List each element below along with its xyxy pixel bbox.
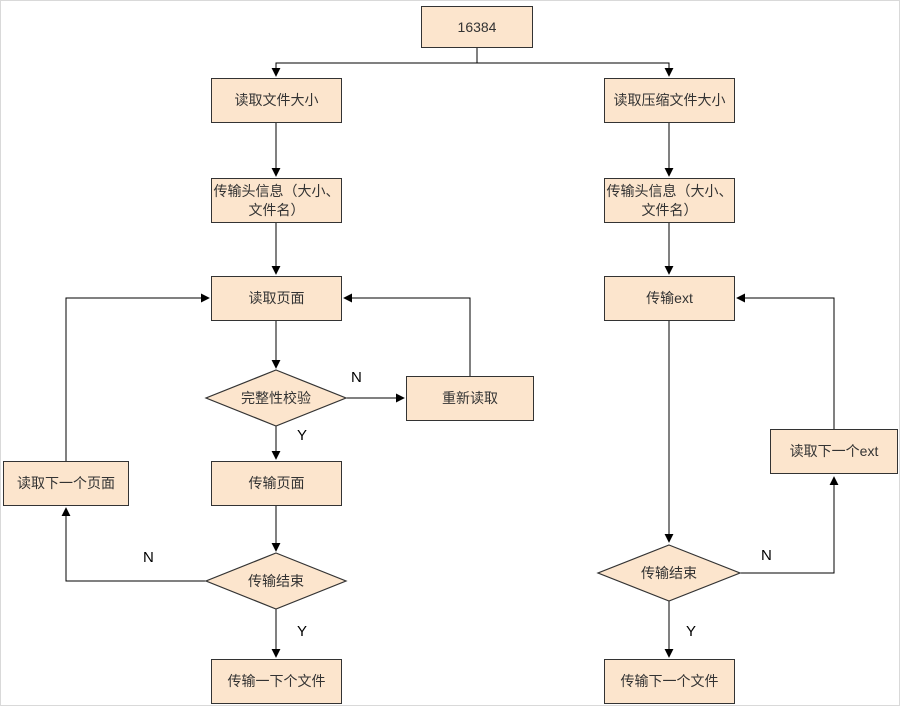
- transfer-end-left-diamond: [204, 552, 348, 610]
- branch-label-integrity-y: Y: [297, 427, 308, 444]
- node-trans-next-file-left: 传输一下个文件: [211, 659, 342, 704]
- edge-reread-to-readpage: [343, 293, 471, 376]
- edge-endright-n-to-readnextext: [740, 476, 839, 574]
- node-header-info-left: 传输头信息（大小、 文件名）: [211, 178, 342, 223]
- edge-start-to-read-zip-size: [477, 62, 674, 77]
- node-trans-ext: 传输ext: [604, 276, 735, 321]
- node-trans-next-file-right: 传输下一个文件: [604, 659, 735, 704]
- edge-endleft-n-to-readnextpage: [61, 507, 206, 582]
- node-start: 16384: [421, 6, 533, 48]
- node-read-next-ext: 读取下一个ext: [770, 429, 898, 474]
- edge-readnextpage-to-readpage: [65, 293, 210, 461]
- node-read-zip-size: 读取压缩文件大小: [604, 78, 735, 123]
- node-read-page: 读取页面: [211, 276, 342, 321]
- edge-start-to-read-file-size: [271, 48, 478, 77]
- branch-label-end-left-n: N: [143, 549, 154, 566]
- branch-label-integrity-n: N: [351, 369, 362, 386]
- transfer-end-right-diamond: [596, 544, 742, 602]
- branch-label-end-right-n: N: [761, 547, 772, 564]
- integrity-check-diamond: [204, 369, 348, 427]
- node-header-info-right: 传输头信息（大小、 文件名）: [604, 178, 735, 223]
- branch-label-end-left-y: Y: [297, 623, 308, 640]
- node-reread: 重新读取: [406, 376, 534, 421]
- edge-readnextext-to-transext: [736, 293, 835, 429]
- node-trans-page: 传输页面: [211, 461, 342, 506]
- node-read-next-page: 读取下一个页面: [3, 461, 129, 506]
- branch-label-end-right-y: Y: [686, 623, 697, 640]
- node-read-file-size: 读取文件大小: [211, 78, 342, 123]
